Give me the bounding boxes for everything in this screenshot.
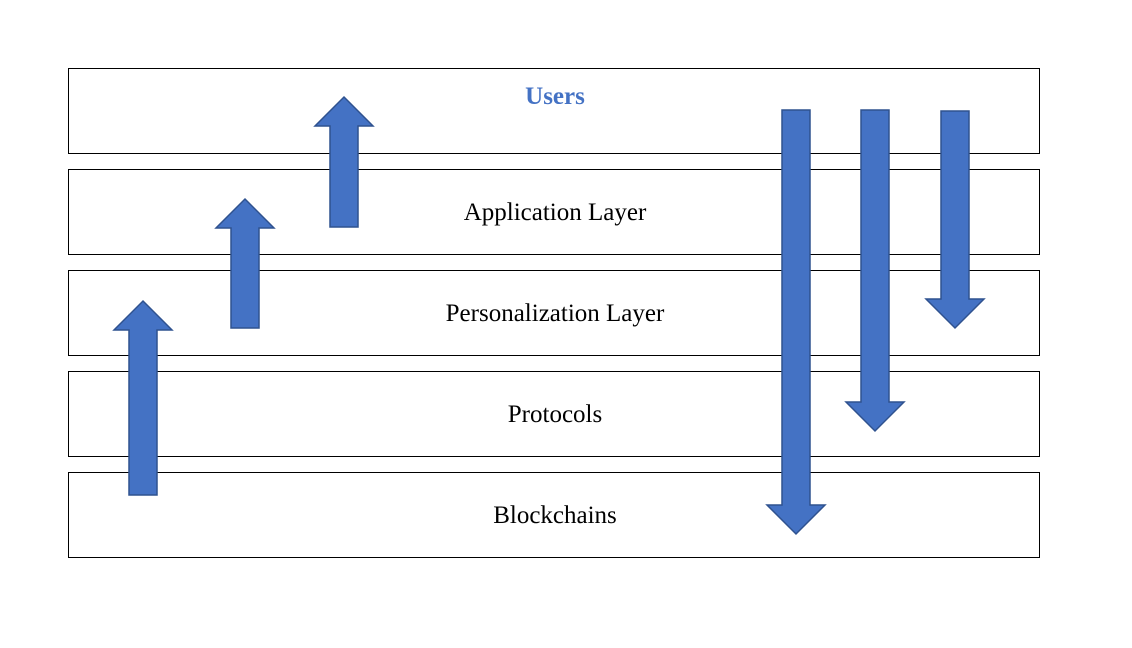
- layer-blockchains: Blockchains: [68, 472, 1040, 558]
- layer-application-label: Application Layer: [463, 199, 647, 226]
- arrow-up-application-to-users: [313, 95, 375, 228]
- arrow-up-personalization-to-application: [214, 197, 276, 329]
- layer-users-label: Users: [525, 83, 585, 110]
- arrow-up-blockchains-to-personalization: [112, 299, 174, 496]
- arrow-down-users-to-personalization: [924, 110, 986, 330]
- layer-protocols-label: Protocols: [507, 401, 603, 428]
- arrow-down-users-to-protocols: [844, 109, 906, 433]
- arrow-down-users-to-blockchains: [765, 109, 827, 536]
- layer-personalization-label: Personalization Layer: [445, 300, 665, 327]
- layer-blockchains-label: Blockchains: [493, 502, 617, 529]
